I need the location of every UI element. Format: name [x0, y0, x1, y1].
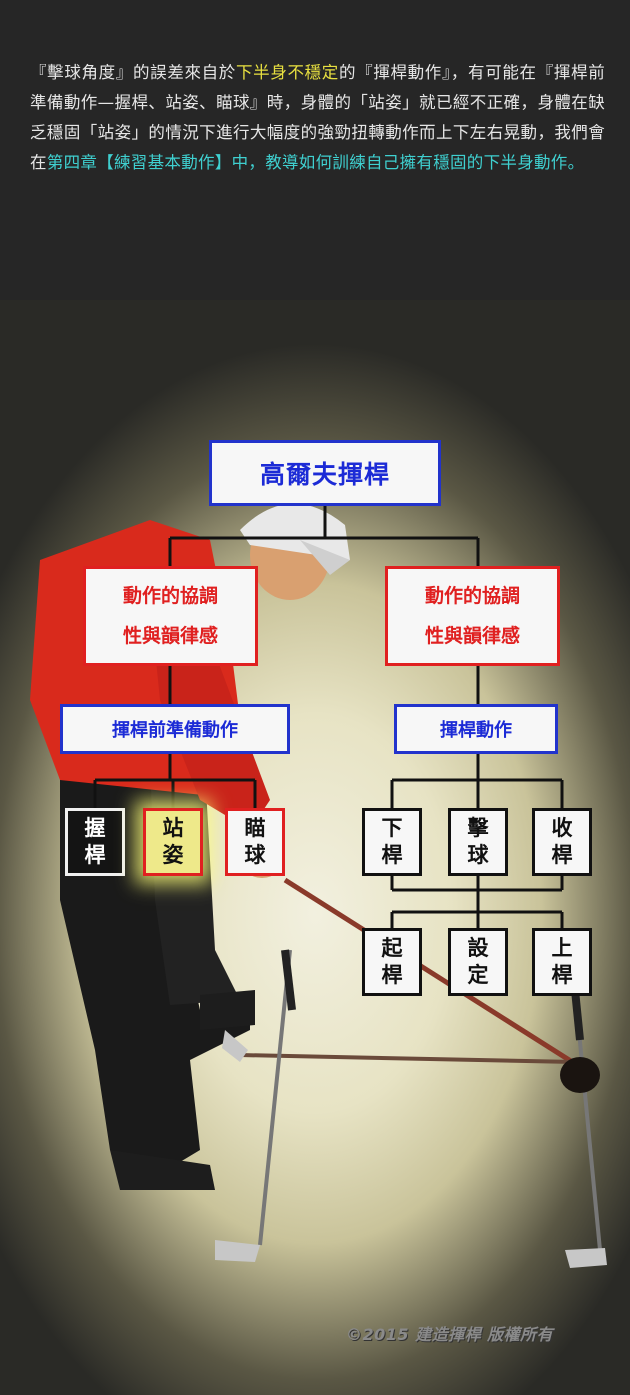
leaf-downswing-char1: 下: [381, 816, 403, 840]
leaf-impact-char2: 球: [467, 843, 489, 867]
intro-text-1: 『擊球角度』的誤差來自於: [30, 63, 236, 82]
leaf-stance: 站 姿: [143, 808, 203, 876]
intro-highlight-chapter: 第四章【練習基本動作】中，教導如何訓練自己擁有穩固的下半身動作。: [46, 153, 585, 172]
left-branch-line2: 性與韻律感: [122, 625, 218, 647]
root-node-golf-swing: 高爾夫揮桿: [209, 440, 441, 506]
leaf-setup: 設 定: [448, 928, 508, 996]
leaf-impact-char1: 擊: [467, 816, 489, 840]
leaf-grip: 握 桿: [65, 808, 125, 876]
leaf-backswing-char1: 上: [551, 936, 573, 960]
leaf-stance-char1: 站: [162, 816, 184, 840]
leaf-impact: 擊 球: [448, 808, 508, 876]
leaf-setup-char2: 定: [467, 963, 489, 987]
leaf-downswing-char2: 桿: [381, 843, 403, 867]
leaf-aim: 瞄 球: [225, 808, 285, 876]
right-branch-line2: 性與韻律感: [424, 625, 520, 647]
leaf-aim-char1: 瞄: [244, 816, 266, 840]
golf-clubs: [215, 877, 607, 1268]
leaf-takeaway-char1: 起: [381, 936, 403, 960]
leaf-backswing: 上 桿: [532, 928, 592, 996]
leaf-finish-char2: 桿: [551, 843, 573, 867]
intro-paragraph: 『擊球角度』的誤差來自於下半身不穩定的『揮桿動作』，有可能在『揮桿前準備動作—握…: [30, 58, 605, 178]
leaf-takeaway: 起 桿: [362, 928, 422, 996]
right-branch-node: 動作的協調 性與韻律感: [385, 566, 560, 666]
diagram-connectors: [93, 506, 564, 928]
leaf-finish: 收 桿: [532, 808, 592, 876]
leaf-finish-char1: 收: [551, 816, 573, 840]
right-branch-line1: 動作的協調: [424, 585, 520, 607]
intro-highlight-lower-body: 下半身不穩定: [235, 63, 339, 82]
leaf-setup-char1: 設: [467, 936, 489, 960]
leaf-backswing-char2: 桿: [551, 963, 573, 987]
leaf-grip-char2: 桿: [84, 843, 106, 867]
leaf-takeaway-char2: 桿: [381, 963, 403, 987]
leaf-downswing: 下 桿: [362, 808, 422, 876]
leaf-aim-char2: 球: [244, 843, 266, 867]
leaf-stance-char2: 姿: [162, 843, 184, 867]
swing-motion-node: 揮桿動作: [394, 704, 558, 754]
leaf-grip-char1: 握: [84, 816, 106, 840]
copyright-watermark: ©2015 建造揮桿 版權所有: [346, 1325, 554, 1344]
left-branch-line1: 動作的協調: [122, 585, 218, 607]
intro-text-2: 的『揮桿動作』，有可能在『揮桿前準備動作—握桿、站姿、瞄球』時，身體的「站姿」就…: [30, 63, 605, 172]
left-branch-node: 動作的協調 性與韻律感: [83, 566, 258, 666]
pre-swing-node: 揮桿前準備動作: [60, 704, 290, 754]
